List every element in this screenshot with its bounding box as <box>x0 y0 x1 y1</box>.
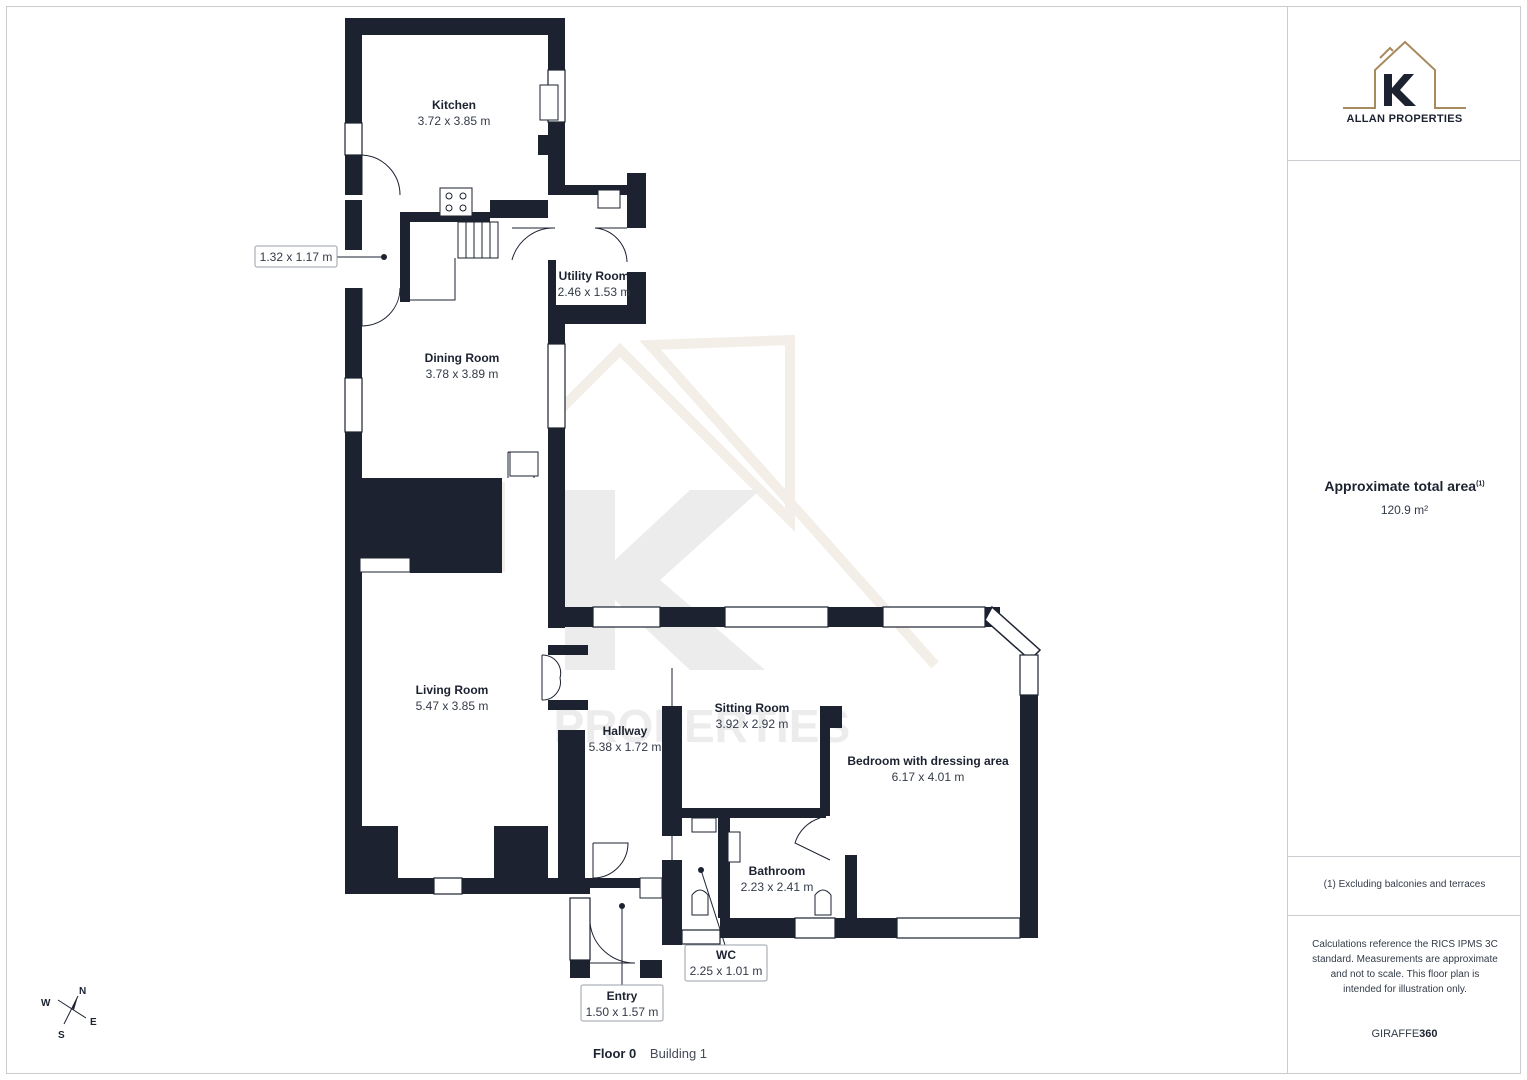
callout-dims: 1.50 x 1.57 m <box>586 1005 659 1019</box>
room-name: Bedroom with dressing area <box>847 754 1009 768</box>
room-dims: 5.47 x 3.85 m <box>416 699 489 713</box>
callout-wc: WC 2.25 x 1.01 m <box>684 944 768 982</box>
callout-cupboard: 1.32 x 1.17 m <box>254 245 338 268</box>
room-name: Hallway <box>603 724 648 738</box>
walls <box>345 18 1038 978</box>
corner-wall <box>984 605 1042 662</box>
windows <box>344 69 1039 961</box>
building-name: Building 1 <box>649 1046 708 1061</box>
sidebar-divider <box>1287 6 1288 1074</box>
room-name: Dining Room <box>425 351 500 365</box>
area-value: 120.9 m² <box>1380 503 1429 517</box>
room-dims: 3.92 x 2.92 m <box>716 717 789 731</box>
divider <box>1288 160 1521 161</box>
company-logo <box>1343 40 1466 109</box>
footnote: (1) Excluding balconies and terraces <box>1323 879 1486 890</box>
company-name: ALLAN PROPERTIES <box>1346 113 1463 125</box>
compass-e: E <box>90 1017 97 1028</box>
divider <box>1288 915 1521 916</box>
room-dims: 2.23 x 2.41 m <box>741 880 814 894</box>
compass-s: S <box>58 1030 65 1041</box>
doors <box>361 154 831 964</box>
callout-name: Entry <box>607 989 638 1003</box>
divider <box>1288 856 1521 857</box>
stairs <box>410 221 539 477</box>
floor-label: Floor 0 Building 1 <box>560 1046 740 1061</box>
room-labels: Kitchen 3.72 x 3.85 m Dining Room 3.78 x… <box>416 98 1009 894</box>
calculation-note: Calculations reference the RICS IPMS 3C … <box>1312 939 1498 995</box>
room-dims: 5.38 x 1.72 m <box>589 740 662 754</box>
area-title: Approximate total area(1) <box>1324 478 1485 494</box>
room-dims: 2.46 x 1.53 m <box>558 285 631 299</box>
leader-lines <box>337 256 726 985</box>
fixtures <box>359 84 832 916</box>
callout-dims: 1.32 x 1.17 m <box>260 250 333 264</box>
compass-n: N <box>79 986 86 997</box>
room-dims: 6.17 x 4.01 m <box>892 770 965 784</box>
compass-w: W <box>41 998 51 1009</box>
callout-dims: 2.25 x 1.01 m <box>690 964 763 978</box>
room-dims: 3.72 x 3.85 m <box>418 114 491 128</box>
room-name: Living Room <box>416 683 489 697</box>
floor-name: Floor 0 <box>592 1046 637 1061</box>
page-frame <box>6 6 1521 1074</box>
room-name: Sitting Room <box>715 701 790 715</box>
callout-name: WC <box>716 948 736 962</box>
room-name: Bathroom <box>749 864 806 878</box>
room-name: Kitchen <box>432 98 476 112</box>
room-name: Utility Room <box>559 269 630 283</box>
room-floors <box>362 35 548 837</box>
callout-entry: Entry 1.50 x 1.57 m <box>580 984 664 1022</box>
area-superscript: (1) <box>1476 480 1485 488</box>
room-dims: 3.78 x 3.89 m <box>426 367 499 381</box>
compass: N E S W <box>41 986 97 1041</box>
brand-label: GIRAFFE360 <box>1371 1028 1438 1040</box>
